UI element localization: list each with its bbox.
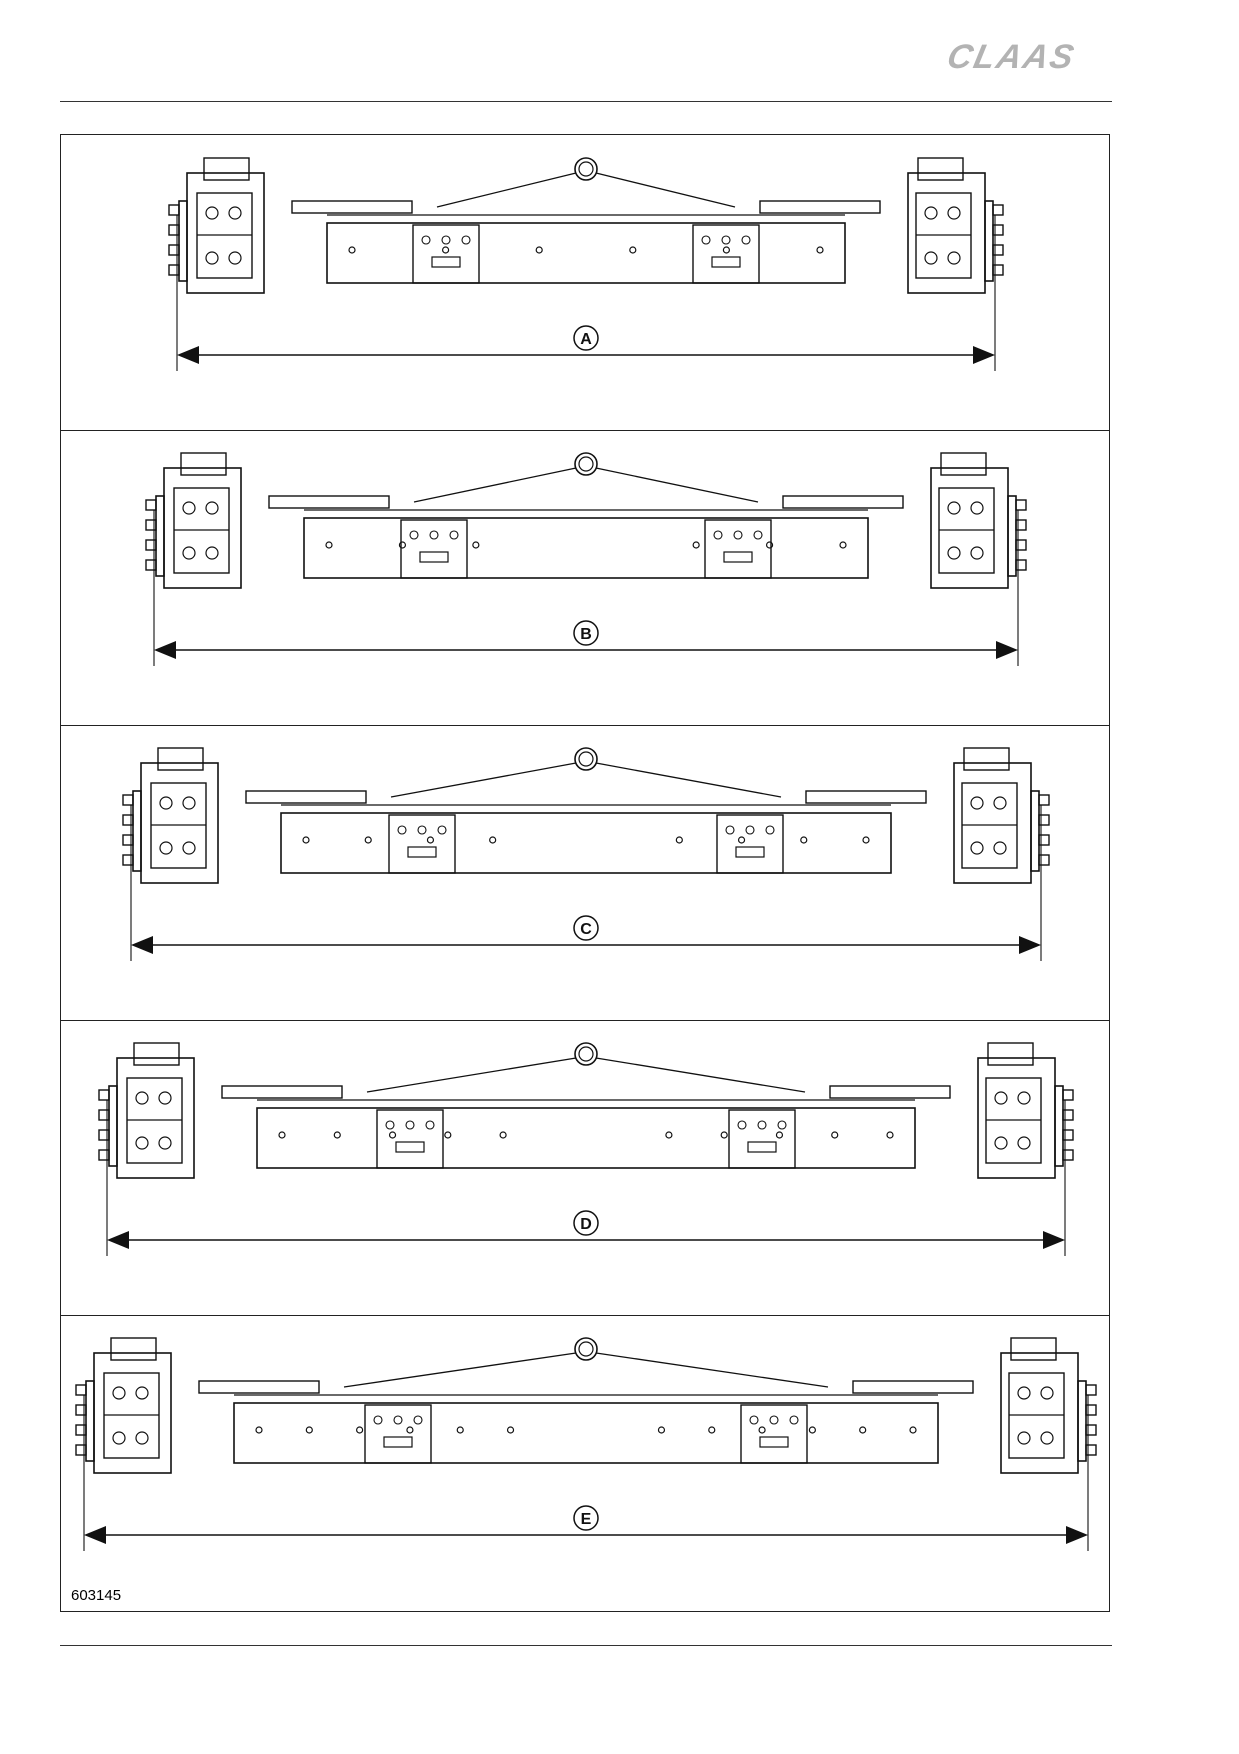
axle-drawing: A [168, 157, 1004, 371]
dimension-callout-label: D [580, 1216, 592, 1233]
axle-drawing: D [98, 1042, 1074, 1256]
panel-divider [61, 1315, 1109, 1316]
footer-rule [60, 1645, 1112, 1646]
claas-logo: CLAAS [943, 38, 1079, 76]
axle-track-width-figure: A B C D E 603145 [60, 134, 1110, 1612]
axle-drawing: E [75, 1337, 1097, 1551]
panel-divider [61, 1020, 1109, 1021]
axle-drawing: C [122, 747, 1050, 961]
axle-drawing: B [145, 452, 1027, 666]
dimension-callout-label: A [580, 331, 592, 348]
dimension-callout-label: E [581, 1511, 592, 1528]
panel-divider [61, 725, 1109, 726]
dimension-callout-label: C [580, 921, 592, 938]
figure-reference-number: 603145 [71, 1587, 122, 1604]
panel-divider [61, 430, 1109, 431]
dimension-callout-label: B [580, 626, 592, 643]
header-rule [60, 101, 1112, 102]
